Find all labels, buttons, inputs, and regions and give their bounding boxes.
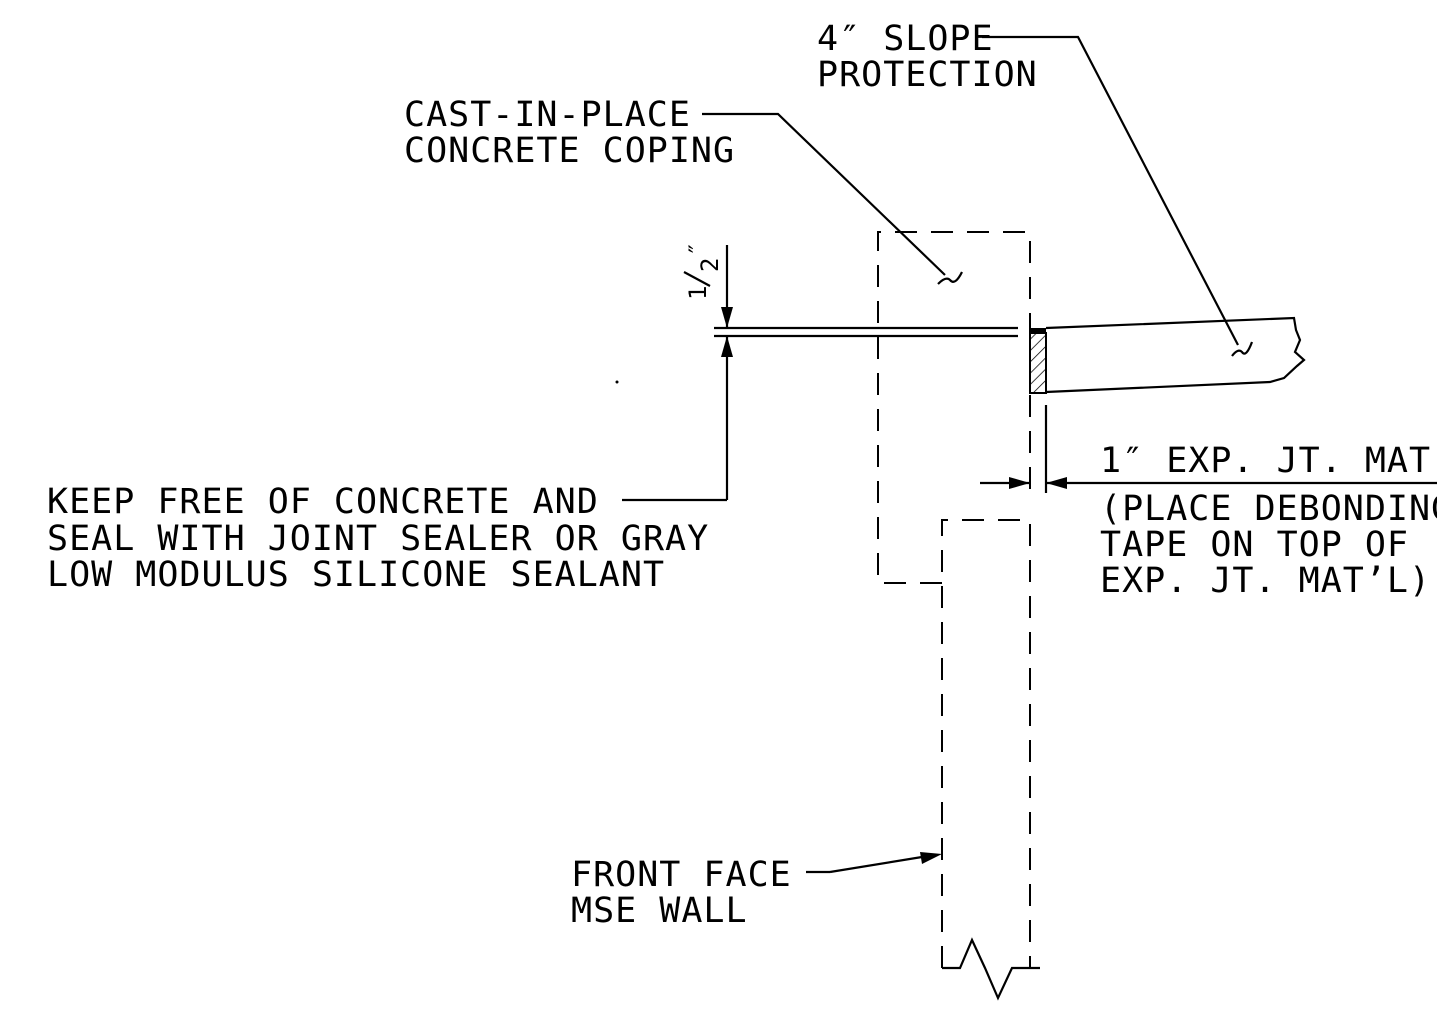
dim-exp-arrow-right [1046, 477, 1067, 489]
exp-joint-label-1: 1″ EXP. JT. MAT’L [1100, 441, 1437, 481]
coping-label-1: CAST-IN-PLACE [404, 95, 691, 135]
coping-label-2: CONCRETE COPING [404, 131, 735, 171]
slope-protection-label-1: 4″ SLOPE [817, 19, 994, 59]
half-inch-mark: ″ [684, 241, 712, 256]
keep-free-label-1: KEEP FREE OF CONCRETE AND [47, 482, 599, 522]
debonding-tape [1030, 328, 1046, 334]
front-face-label-1: FRONT FACE [571, 855, 792, 895]
half-inch-num: 1 [684, 285, 712, 300]
wall-break-symbol [942, 937, 1040, 1001]
slope-protection-label-2: PROTECTION [817, 55, 1038, 95]
exp-joint-label-2: (PLACE DEBONDING [1100, 489, 1437, 529]
front-face-leader-diag [829, 855, 923, 874]
exp-joint-label-3: TAPE ON TOP OF [1100, 525, 1409, 565]
front-face-label-2: MSE WALL [571, 891, 748, 931]
slope-leader-squiggle [1231, 341, 1254, 357]
slope-protection-slab [1045, 316, 1306, 394]
coping-leader-squiggle [937, 271, 963, 285]
dim-half-arrow-top [721, 307, 733, 328]
dim-half-arrow-bottom [721, 336, 733, 357]
front-face-arrow [920, 852, 942, 864]
dim-exp-arrow-left [1009, 477, 1030, 489]
keep-free-label-2: SEAL WITH JOINT SEALER OR GRAY [47, 519, 709, 559]
exp-joint-label-4: EXP. JT. MAT’L) [1100, 561, 1431, 601]
expansion-joint-material [1029, 332, 1047, 394]
coping-leader [702, 112, 946, 276]
keep-free-label-3: LOW MODULUS SILICONE SEALANT [47, 555, 665, 595]
slope-protection-leader [982, 35, 1239, 346]
mse-wall-outline [941, 519, 1031, 968]
half-inch-den: 2 [696, 257, 724, 272]
half-inch-dimension-label: 1 2 ″ [683, 241, 724, 300]
coping-outline [877, 231, 1031, 584]
stray-dot [615, 380, 619, 384]
